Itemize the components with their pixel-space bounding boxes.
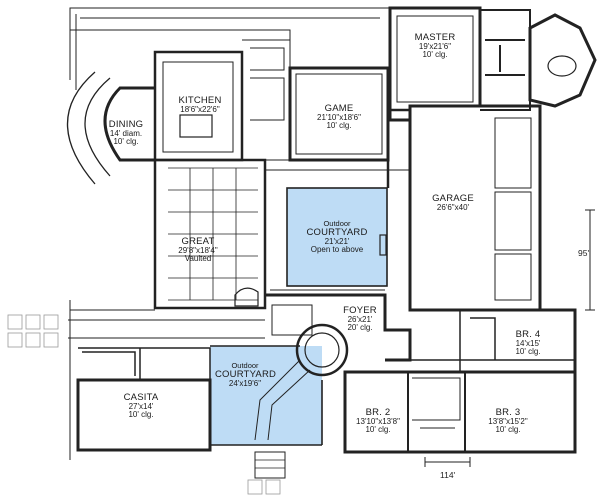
room-name: BR. 4: [515, 329, 541, 340]
room-label-game: GAME 21'10"x18'6" 10' clg.: [310, 104, 368, 131]
room-dims: 13'8"x15'2": [488, 416, 528, 426]
game-inner: [295, 73, 383, 155]
room-dims: 21'10"x18'6": [317, 112, 361, 122]
room-ceiling: 10' clg.: [365, 425, 391, 435]
room-dims: 21'x21': [324, 236, 350, 246]
gallery-corridor: [68, 300, 265, 460]
kitchen-island: [179, 114, 213, 138]
dining-walls: [103, 86, 155, 162]
room-name: GARAGE: [432, 193, 474, 204]
casita-walls: [76, 378, 212, 452]
width-dimension: 114': [440, 470, 456, 480]
room-ceiling: 20' clg.: [347, 323, 373, 333]
rotunda-outer: [295, 323, 349, 377]
room-prefix: Outdoor: [323, 219, 351, 228]
room-dims: 27'x14': [128, 401, 154, 411]
depth-dimension: 95': [578, 248, 590, 258]
room-name: CASITA: [123, 392, 159, 403]
upper-courtyard-border: [286, 187, 388, 287]
garage-door-upper: [494, 117, 532, 189]
garage-door-lower: [494, 253, 532, 301]
room-dims: 18'6"x22'6": [180, 104, 220, 114]
room-dims: 19'x21'6": [418, 41, 452, 51]
upper-courtyard-colonnade: [264, 169, 410, 291]
great-room-beams: [168, 167, 258, 301]
room-label-foyer: FOYER 26'x21' 20' clg.: [340, 306, 380, 333]
room-label-courtyard-lower: Outdoor COURTYARD 24'x19'6": [215, 361, 277, 388]
room-dims: 14' diam.: [109, 128, 143, 138]
depth-dimension-line: [585, 209, 595, 311]
room-label-br4: BR. 4 14'x15' 10' clg.: [508, 330, 548, 357]
width-dimension-line: [424, 457, 471, 467]
room-prefix: Outdoor: [231, 361, 259, 370]
room-label-kitchen: KITCHEN 18'6"x22'6": [175, 96, 225, 114]
room-ceiling: 10' clg.: [113, 137, 139, 147]
upper-courtyard-bench: [379, 234, 387, 256]
casita-bath: [78, 347, 211, 380]
room-name: GREAT: [181, 236, 215, 247]
room-label-br3: BR. 3 13'8"x15'2" 10' clg.: [482, 408, 534, 435]
room-name: KITCHEN: [178, 95, 222, 106]
entry-step-lines: [255, 459, 285, 469]
bedroom-wing-baths: [412, 377, 461, 429]
paver-tiles: [7, 314, 281, 495]
room-name: BR. 3: [495, 407, 521, 418]
room-ceiling: 10' clg.: [326, 121, 352, 131]
room-label-casita: CASITA 27'x14' 10' clg.: [118, 393, 164, 420]
master-walls: [388, 6, 482, 122]
room-dims: 26'6"x40': [436, 202, 470, 212]
entry-steps: [254, 451, 286, 479]
room-ceiling: Vaulted: [184, 254, 212, 264]
room-label-courtyard-upper: Outdoor COURTYARD 21'x21' Open to above: [305, 220, 369, 255]
room-ceiling: 10' clg.: [128, 410, 154, 420]
fireplace: [234, 287, 259, 307]
garage-door-middle: [494, 191, 532, 251]
room-dims: 14'x15': [515, 338, 541, 348]
lower-courtyard-fill: [210, 346, 322, 445]
master-closet-walls: [480, 9, 531, 111]
dining-portico: [66, 71, 111, 185]
room-name: MASTER: [414, 32, 456, 43]
room-label-dining: DINING 14' diam. 10' clg.: [104, 120, 148, 147]
master-inner: [396, 15, 474, 103]
room-ceiling: 10' clg.: [495, 425, 521, 435]
kitchen-counter: [162, 61, 234, 153]
room-name: FOYER: [343, 305, 377, 316]
room-name: COURTYARD: [306, 226, 368, 238]
room-ceiling: 10' clg.: [422, 50, 448, 60]
loggia-outline: [69, 7, 391, 90]
room-name: BR. 2: [365, 407, 391, 418]
room-name: GAME: [324, 103, 354, 114]
courtyard-path: [254, 359, 311, 441]
br4-bath: [459, 310, 500, 373]
room-label-garage: GARAGE 26'6"x40': [427, 194, 479, 212]
master-bath-walls: [528, 13, 597, 108]
room-dims: 24'x19'6": [228, 378, 262, 388]
room-name: COURTYARD: [215, 368, 277, 380]
kitchen-cabinet-row: [242, 39, 291, 161]
room-dims: 26'x21': [347, 314, 373, 324]
room-label-br2: BR. 2 13'10"x13'8" 10' clg.: [352, 408, 404, 435]
bedroom-wing-walls: [343, 370, 577, 454]
lower-courtyard-border: [210, 345, 323, 446]
room-label-great: GREAT 29'8"x18'4" Vaulted: [172, 237, 224, 264]
room-dims: 13'10"x13'8": [356, 416, 400, 426]
br2-br3-divider: [407, 372, 466, 452]
room-name: DINING: [108, 119, 144, 130]
room-ceiling: 10' clg.: [515, 347, 541, 357]
room-dims: 29'8"x18'4": [178, 245, 218, 255]
rotunda-inner: [304, 332, 340, 368]
foyer-stair: [271, 304, 313, 336]
upper-courtyard-fill: [287, 188, 387, 286]
tub: [547, 55, 577, 77]
room-label-master: MASTER 19'x21'6" 10' clg.: [410, 33, 460, 60]
room-note: Open to above: [310, 245, 364, 255]
